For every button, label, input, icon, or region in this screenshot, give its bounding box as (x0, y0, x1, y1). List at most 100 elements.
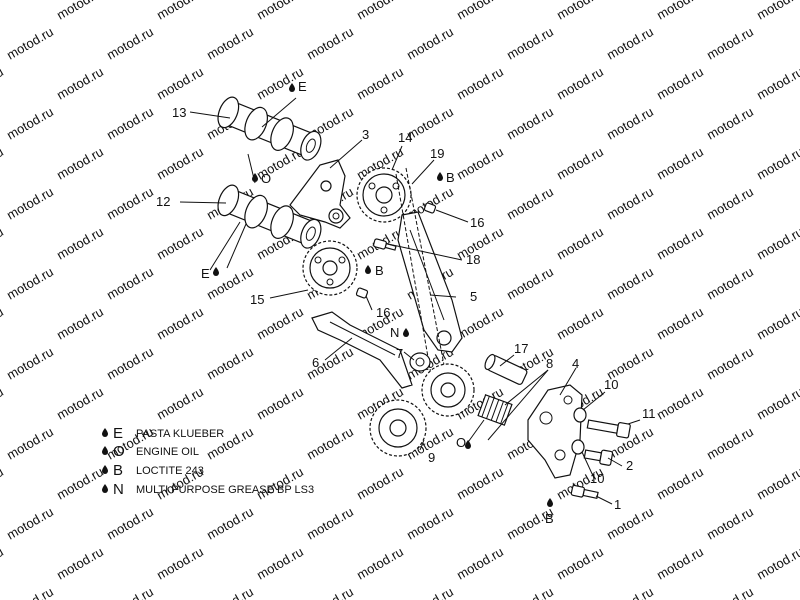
watermark-text: motod.ru (0, 224, 6, 263)
legend-row-b: B LOCTITE 243 (102, 462, 204, 479)
watermark-text: motod.ru (654, 64, 706, 103)
watermark-text: motod.ru (654, 464, 706, 503)
svg-text:LOCTITE 243: LOCTITE 243 (136, 465, 204, 477)
callout-16-lower: 16 (376, 305, 390, 320)
svg-text:E: E (201, 266, 210, 281)
watermark-text: motod.ru (754, 144, 800, 183)
washer-lower (571, 439, 585, 455)
callout-11: 11 (642, 406, 656, 421)
legend: E PASTA KLUEBER O ENGINE OIL B LOCTITE 2… (102, 425, 314, 498)
watermark-text: motod.ru (204, 584, 256, 600)
watermark-text: motod.ru (0, 384, 6, 423)
watermark-text: motod.ru (4, 184, 56, 223)
callout-17: 17 (514, 341, 528, 356)
cover-plate (527, 384, 583, 479)
watermark-text: motod.ru (654, 0, 706, 23)
watermark-text: motod.ru (354, 464, 406, 503)
watermark-text: motod.ru (504, 584, 556, 600)
svg-text:B: B (375, 263, 384, 278)
watermark-text: motod.ru (4, 424, 56, 463)
callout-4: 4 (572, 356, 579, 371)
callout-15: 15 (250, 292, 264, 307)
watermark-text: motod.ru (704, 104, 756, 143)
svg-text:O: O (456, 435, 466, 450)
watermark-text: motod.ru (154, 0, 206, 23)
bolt-small (570, 484, 599, 500)
legend-row-o: O ENGINE OIL (102, 443, 199, 460)
watermark-text: motod.ru (154, 64, 206, 103)
callout-8: 8 (546, 356, 553, 371)
watermark-text: motod.ru (654, 384, 706, 423)
marker-b-15: B (365, 263, 384, 278)
watermark-text: motod.ru (4, 104, 56, 143)
watermark-text: motod.ru (204, 264, 256, 303)
watermark-text: motod.ru (704, 584, 756, 600)
watermark-text: motod.ru (754, 464, 800, 503)
watermark-text: motod.ru (454, 64, 506, 103)
watermark-text: motod.ru (54, 304, 106, 343)
callout-10-lower: 10 (590, 471, 604, 486)
drop-icon (102, 446, 108, 455)
callout-10-upper: 10 (604, 377, 618, 392)
bolt-sprocket-upper (423, 202, 437, 214)
tensioner-slipper (397, 211, 463, 353)
needle-bearing (477, 394, 513, 426)
watermark-text: motod.ru (104, 24, 156, 63)
callout-13: 13 (172, 105, 186, 120)
watermark-text: motod.ru (554, 144, 606, 183)
marker-n-7: N (390, 325, 409, 340)
watermark-text: motod.ru (154, 144, 206, 183)
drop-icon (102, 428, 108, 437)
watermark-text: motod.ru (704, 424, 756, 463)
watermark-text: motod.ru (454, 544, 506, 583)
watermark-text: motod.ru (604, 104, 656, 143)
crank-gear-rear (369, 399, 427, 457)
watermark-text: motod.ru (104, 264, 156, 303)
watermark-text: motod.ru (0, 304, 6, 343)
camshaft-upper (217, 96, 322, 161)
watermark-text: motod.ru (554, 64, 606, 103)
bolt-long (586, 419, 631, 439)
watermark-text: motod.ru (604, 24, 656, 63)
callout-19: 19 (430, 146, 444, 161)
watermark-text: motod.ru (354, 0, 406, 23)
sprocket-upper (356, 167, 412, 223)
watermark-text: motod.ru (0, 64, 6, 103)
svg-text:N: N (113, 481, 124, 498)
callout-1: 1 (614, 497, 621, 512)
watermark-text: motod.ru (254, 0, 306, 23)
watermark-text: motod.ru (104, 104, 156, 143)
marker-labels: E O E B B N O B (201, 79, 554, 526)
marker-b-19: B (437, 170, 455, 185)
watermark-text: motod.ru (4, 504, 56, 543)
watermark-text: motod.ru (0, 0, 6, 23)
callout-12: 12 (156, 194, 170, 209)
svg-text:E: E (113, 425, 123, 442)
watermark-text: motod.ru (604, 584, 656, 600)
watermark-text: motod.ru (504, 24, 556, 63)
callout-14: 14 (398, 130, 412, 145)
svg-text:B: B (113, 462, 123, 479)
watermark-text: motod.ru (4, 264, 56, 303)
watermark-text: motod.ru (654, 544, 706, 583)
watermark-text: motod.ru (304, 584, 356, 600)
marker-o-cam: O (252, 171, 271, 186)
callout-18: 18 (466, 252, 480, 267)
watermark-text: motod.ru (54, 544, 106, 583)
svg-text:B: B (545, 511, 554, 526)
watermark-text: motod.ru (604, 184, 656, 223)
bolt-medium (583, 449, 614, 466)
watermark-text: motod.ru (54, 464, 106, 503)
watermark-text: motod.ru (754, 544, 800, 583)
svg-text:MULTI PURPOSE GREASE BP LS3: MULTI PURPOSE GREASE BP LS3 (136, 484, 314, 496)
watermark-text: motod.ru (754, 64, 800, 103)
sprocket-lower (302, 240, 358, 296)
watermark-text: motod.ru (604, 504, 656, 543)
svg-text:B: B (446, 170, 455, 185)
bolt-sprocket-lower (355, 287, 369, 299)
camshaft-lower (217, 184, 322, 249)
watermark-text: motod.ru (654, 304, 706, 343)
chain-guide (311, 311, 413, 389)
